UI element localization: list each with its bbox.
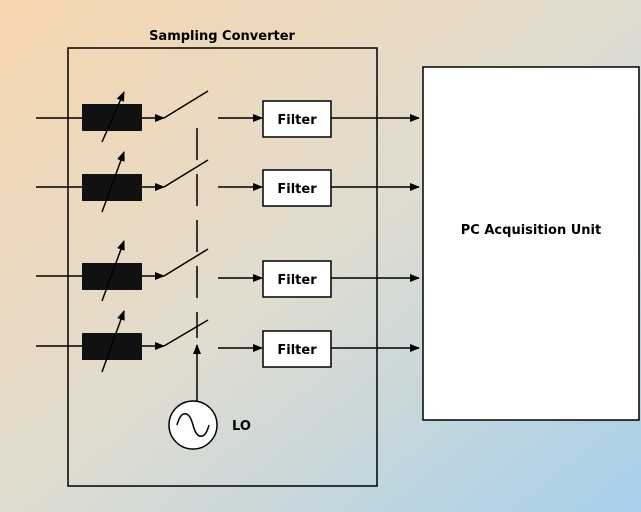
channel-4: Filter <box>36 310 420 373</box>
attenuator-block <box>82 263 142 290</box>
channel-3: Filter <box>36 240 420 302</box>
pc-acquisition-unit-label: PC Acquisition Unit <box>461 223 601 238</box>
filter-label: Filter <box>277 113 317 128</box>
channel-1: Filter <box>36 90 420 143</box>
filter-label: Filter <box>277 182 317 197</box>
sampling-converter-title: Sampling Converter <box>149 29 295 44</box>
lo-label: LO <box>232 419 251 434</box>
attenuator-block <box>82 174 142 201</box>
variable-arrow <box>101 310 125 373</box>
filter-box <box>262 260 332 298</box>
filter-box <box>262 330 332 368</box>
filter-box <box>262 169 332 207</box>
switch <box>163 248 209 277</box>
channel-2: Filter <box>36 151 420 213</box>
sine-wave-icon <box>176 413 210 437</box>
switch <box>163 159 209 188</box>
variable-arrow <box>101 151 125 213</box>
filter-box <box>262 100 332 138</box>
switch <box>163 319 209 347</box>
filter-label: Filter <box>277 273 317 288</box>
pc-acquisition-unit-box <box>422 66 640 421</box>
local-oscillator: LO <box>168 400 251 450</box>
filter-label: Filter <box>277 343 317 358</box>
attenuator-block <box>82 333 142 360</box>
variable-arrow <box>101 240 125 302</box>
sampling-converter-box <box>67 47 378 487</box>
variable-arrow <box>101 91 125 143</box>
switch <box>163 90 209 119</box>
